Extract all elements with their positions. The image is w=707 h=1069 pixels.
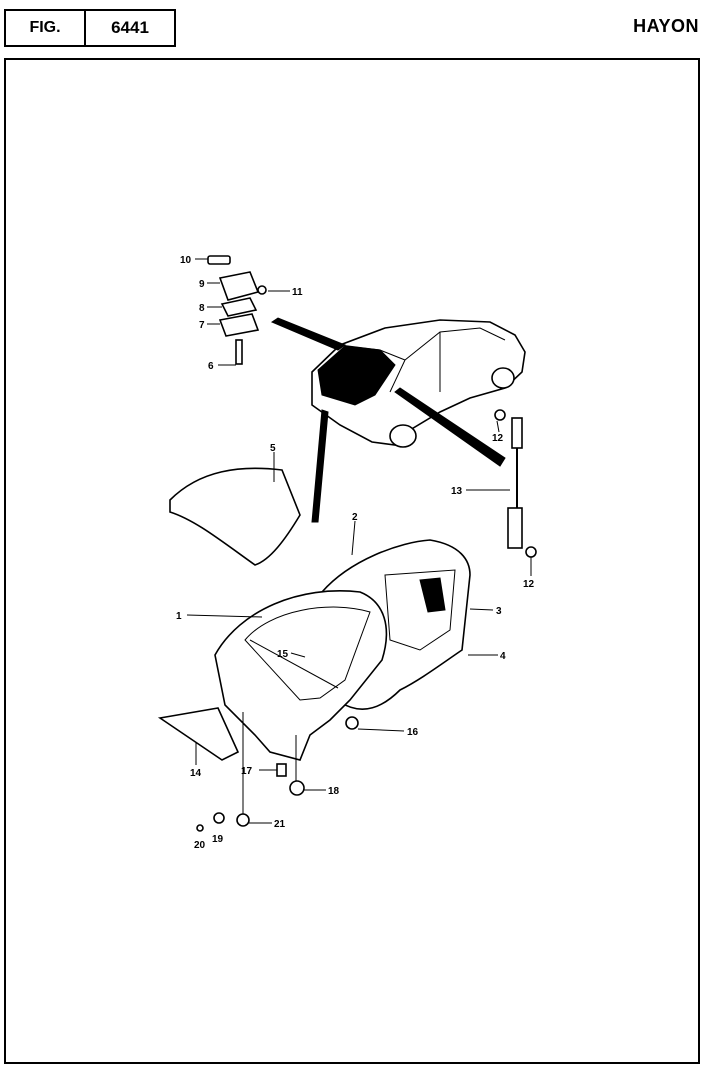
callout-12-top: 12 [492,433,504,444]
plate-8 [220,297,258,317]
callout-20: 20 [194,840,206,851]
window-seal-5 [169,467,301,566]
callout-5: 5 [270,443,276,454]
callout-3: 3 [496,606,502,617]
gas-strut-13 [494,409,537,558]
spoiler-14 [157,707,240,761]
screw-20 [196,824,204,832]
callout-4: 4 [500,651,506,662]
figure-number-box: FIG. 6441 [4,9,176,47]
callout-8: 8 [199,303,205,314]
callout-11: 11 [292,287,303,298]
callout-17: 17 [241,766,253,777]
tailgate-1 [214,590,388,761]
drawing-frame [4,58,700,1064]
callout-16: 16 [407,727,419,738]
callout-19: 19 [212,834,224,845]
callout-21: 21 [274,819,286,830]
tailgate-window-frame [244,606,371,701]
fig-label: FIG. [6,11,86,45]
nut-19 [213,812,225,824]
screw-6 [235,339,243,365]
page-title: HAYON [633,16,699,36]
callout-7: 7 [199,320,205,331]
callout-labels: 10 11 9 8 7 6 5 12 13 12 2 1 3 4 15 16 1… [176,255,535,851]
callout-1: 1 [176,611,182,622]
clip-17 [276,763,287,777]
buffer-16 [345,716,359,730]
plate-7 [218,313,260,337]
callout-9: 9 [199,279,205,290]
car-illustration [270,317,526,523]
callout-6: 6 [208,361,214,372]
callout-2: 2 [352,512,358,523]
callout-15: 15 [277,649,289,660]
callout-13: 13 [451,486,463,497]
nut-21 [236,813,250,827]
callout-14: 14 [190,768,202,779]
nut-11 [257,285,267,295]
hinge-9 [218,271,260,301]
inner-panel-3 [384,569,456,651]
hinge-assembly [207,255,267,365]
callout-12-bottom: 12 [523,579,535,590]
fig-number: 6441 [111,18,149,37]
leader-lines [186,258,532,824]
bolt-10 [207,255,231,265]
stop-18 [289,780,305,796]
callout-10: 10 [180,255,192,266]
callout-18: 18 [328,786,340,797]
